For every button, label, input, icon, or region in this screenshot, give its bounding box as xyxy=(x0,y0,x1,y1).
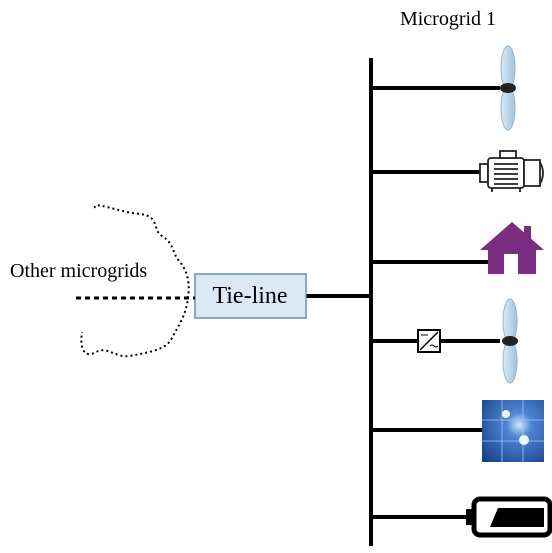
other-microgrids-cloud xyxy=(80,204,190,358)
tie-line-box xyxy=(194,273,307,319)
wind-turbine-icon xyxy=(500,45,516,131)
wind-turbine-icon xyxy=(502,298,518,384)
solar-panel-icon xyxy=(482,400,544,462)
house-load-icon xyxy=(480,222,544,274)
converter-icon xyxy=(417,329,441,353)
diesel-engine-icon xyxy=(479,150,544,192)
battery-icon xyxy=(466,496,552,538)
bus-title: Microgrid 1 xyxy=(400,8,496,30)
other-microgrids-label: Other microgrids xyxy=(10,260,147,282)
tie-line-label: Tie-line xyxy=(212,283,287,309)
